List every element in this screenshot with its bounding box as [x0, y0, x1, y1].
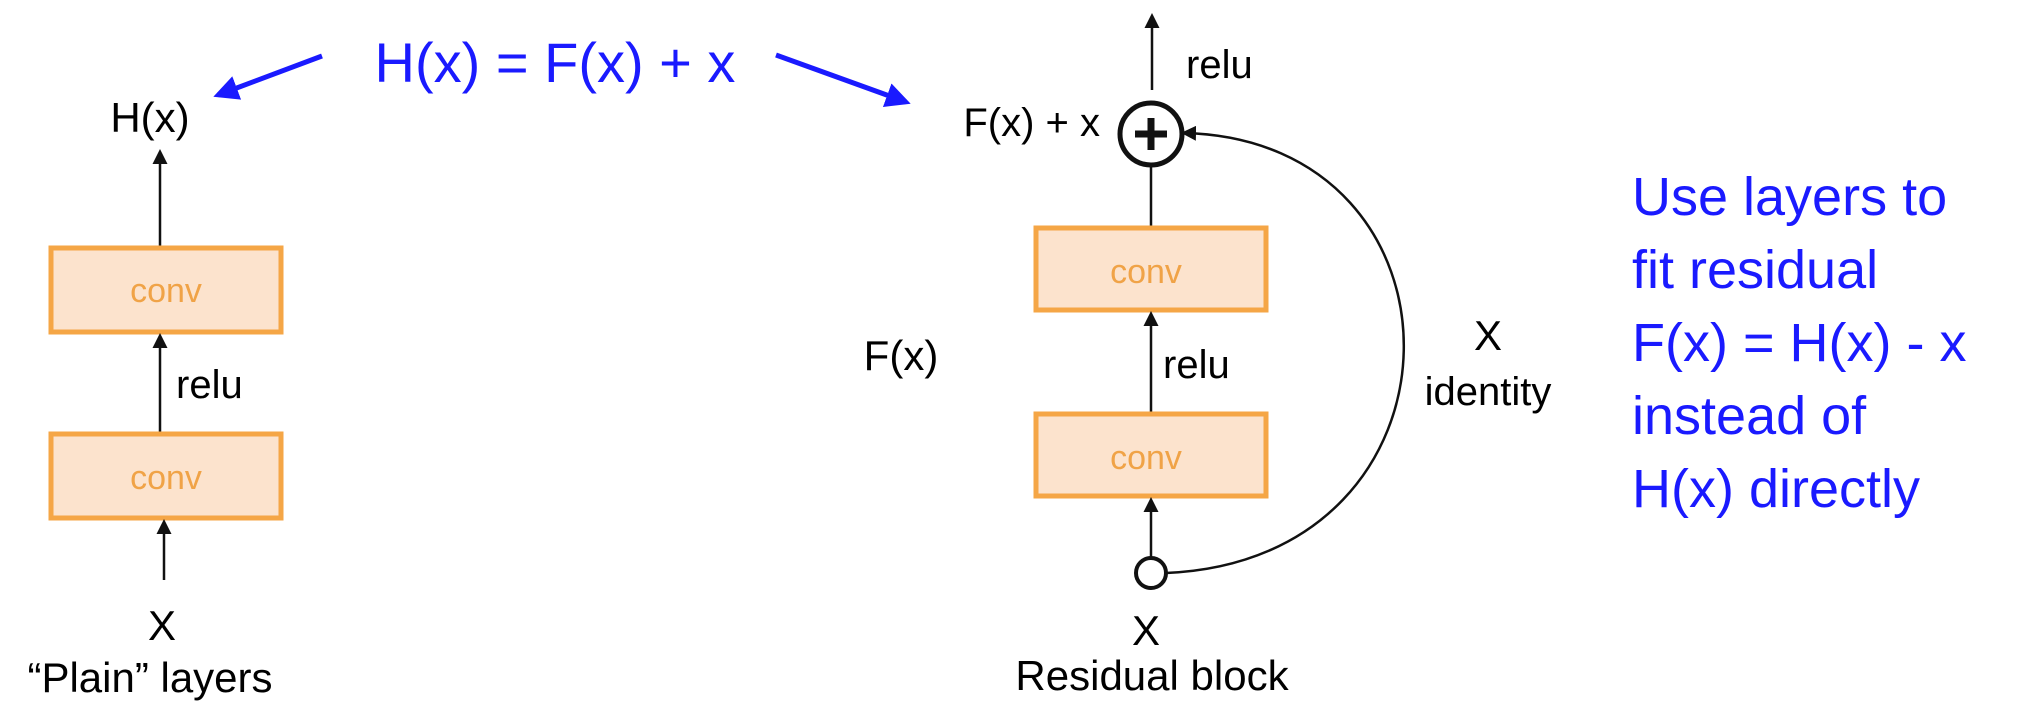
residual-mid-relu-label: relu — [1163, 343, 1230, 387]
plain-input-label: X — [148, 602, 176, 649]
plain-layers-block: H(x) conv relu conv X “Plain” layers — [27, 94, 284, 701]
residual-fx-label: F(x) — [864, 332, 939, 379]
note-line-2: fit residual — [1632, 240, 1878, 300]
residual-sum-label: F(x) + x — [963, 101, 1100, 145]
equation-annotation: H(x) = F(x) + x — [213, 31, 911, 107]
residual-input-node — [1134, 556, 1168, 590]
note-line-3: F(x) = H(x) - x — [1632, 313, 1966, 373]
equation-arrow-right — [775, 52, 911, 107]
equation-arrow-left — [213, 53, 323, 100]
plain-relu-label: relu — [176, 363, 243, 407]
residual-block: relu F(x) + x conv relu F(x) conv X iden… — [864, 13, 1552, 699]
note-line-4: instead of — [1632, 386, 1867, 446]
note-line-1: Use layers to — [1632, 167, 1947, 227]
residual-bottom-conv-box — [1033, 411, 1269, 499]
identity-label: identity — [1425, 370, 1552, 414]
residual-caption: Residual block — [1015, 652, 1289, 699]
plain-top-conv-box — [48, 245, 284, 335]
note-line-5: H(x) directly — [1632, 459, 1920, 519]
residual-top-relu-label: relu — [1186, 43, 1253, 87]
residual-bottom-conv-label: conv — [1110, 439, 1182, 477]
plain-caption: “Plain” layers — [27, 654, 272, 701]
residual-top-conv-box — [1033, 225, 1269, 313]
identity-x-label: X — [1474, 312, 1502, 359]
circle-plus-icon — [1117, 100, 1185, 168]
plain-bottom-conv-label: conv — [130, 459, 202, 497]
residual-input-label: X — [1132, 607, 1160, 654]
plain-bottom-conv-box — [48, 431, 284, 521]
plain-top-conv-label: conv — [130, 272, 202, 310]
identity-skip-connection — [1165, 125, 1405, 575]
residual-note: Use layers to fit residual F(x) = H(x) -… — [1632, 167, 1966, 519]
residual-top-conv-label: conv — [1110, 253, 1182, 291]
plain-output-label: H(x) — [110, 94, 189, 141]
equation-label: H(x) = F(x) + x — [375, 31, 736, 94]
